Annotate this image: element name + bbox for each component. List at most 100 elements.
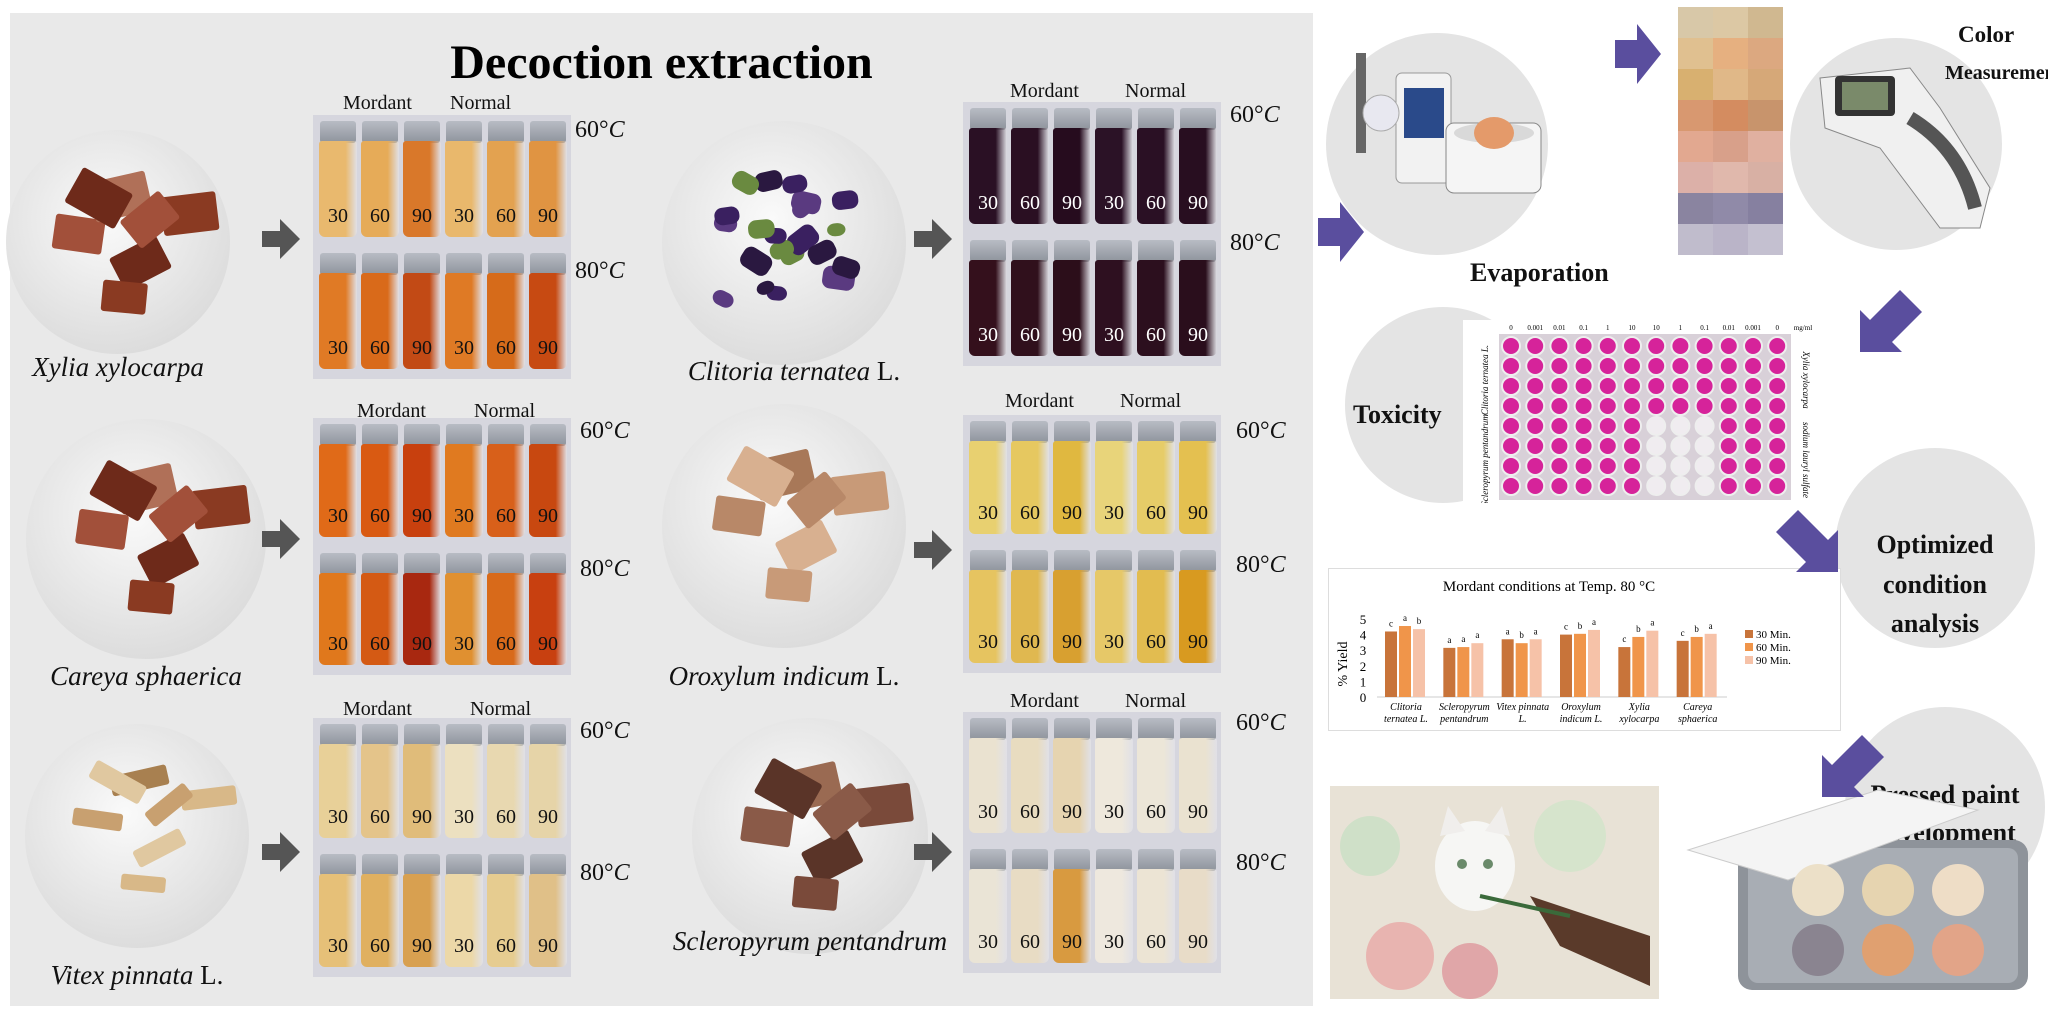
concentration-label: 1 [1606, 324, 1610, 332]
vial [1053, 260, 1091, 356]
vial-time-label: 30 [978, 800, 998, 823]
vial [319, 744, 357, 838]
bar [1704, 633, 1717, 697]
well [1573, 336, 1594, 356]
significance-letter: b [1417, 616, 1422, 626]
well [1694, 356, 1715, 376]
vial-cap [404, 424, 440, 446]
vial-time-label: 30 [454, 805, 474, 828]
well [1694, 416, 1715, 436]
plate-sample-label: Scleropyrum pentandrum [1480, 414, 1490, 503]
temperature-label-t60: 60°C [1236, 418, 1286, 445]
vial-time-label: 60 [370, 633, 390, 655]
well [1743, 356, 1763, 376]
vial-time-label: 60 [1146, 502, 1166, 524]
yield-bar-chart: Mordant conditions at Temp. 80 °C% Yield… [1328, 568, 1841, 731]
x-category-label: pentandrum [1439, 714, 1488, 725]
vial-time-label: 60 [370, 205, 390, 227]
evaporation-label: Evaporation [1470, 258, 1609, 287]
vial-cap [530, 853, 566, 876]
vial-time-label: 60 [496, 504, 516, 527]
vial-time-label: 60 [1146, 192, 1166, 214]
vial-cap [1180, 240, 1216, 262]
significance-letter: c [1681, 628, 1685, 638]
vial [1011, 128, 1049, 224]
vial-cap [1096, 108, 1132, 130]
temp-unit: C [608, 258, 625, 284]
vial-time-label: 90 [1062, 192, 1082, 214]
vial-time-label: 30 [978, 192, 998, 214]
color-swatch [1748, 162, 1783, 193]
color-swatch [1678, 193, 1713, 224]
bar [1646, 630, 1659, 697]
bar [1560, 634, 1572, 697]
optimized-circle [1835, 448, 2035, 648]
vial-time-label: 30 [978, 631, 998, 653]
species-name: Careya sphaerica [50, 661, 242, 691]
vial-cap [320, 552, 356, 575]
bar [1515, 643, 1528, 697]
temp-value: 60° [580, 418, 614, 444]
vial-time-label: 30 [978, 502, 998, 524]
cat-painting-photo [1330, 786, 1659, 999]
well [1597, 436, 1618, 456]
y-tick-label: 5 [1360, 612, 1367, 627]
concentration-label: 0 [1775, 324, 1779, 332]
vial [361, 873, 399, 967]
vial [361, 273, 399, 369]
vial-cap [1096, 848, 1132, 871]
well [1549, 436, 1570, 456]
temperature-label-t80: 80°C [575, 258, 625, 285]
well [1743, 336, 1763, 356]
well [1501, 456, 1521, 476]
well [1622, 336, 1642, 356]
well [1622, 436, 1642, 456]
temp-value: 80° [1236, 552, 1270, 578]
concentration-label: 10 [1653, 324, 1661, 332]
temp-value: 60° [1230, 102, 1264, 128]
well [1597, 356, 1618, 376]
species-label: Scleropyrum pentandrum [610, 926, 1010, 957]
vial-time-label: 90 [538, 633, 558, 655]
vial-cap [362, 424, 398, 446]
temp-value: 60° [575, 117, 609, 143]
significance-letter: b [1694, 624, 1699, 634]
arrow-right-icon [262, 219, 300, 259]
vial [445, 744, 483, 838]
well [1718, 416, 1739, 436]
color-swatch-grid [1678, 7, 1783, 255]
plate-sample-label: Xylia xylocarpa [1801, 350, 1811, 409]
significance-letter: b [1636, 624, 1641, 634]
vial-time-label: 90 [538, 205, 558, 227]
vial [1095, 570, 1133, 663]
legend-swatch [1745, 643, 1753, 651]
well [1549, 416, 1570, 436]
color-swatch [1713, 38, 1748, 69]
vial-time-label: 90 [1062, 324, 1082, 346]
vial-time-label: 60 [1020, 502, 1040, 524]
vial-cap [488, 121, 524, 143]
rotary-evaporator-icon [1356, 53, 1542, 194]
vial [1179, 570, 1217, 663]
color-swatch [1713, 224, 1748, 255]
vial-cap [1012, 718, 1048, 740]
vial-time-label: 90 [538, 805, 558, 828]
color-swatch [1748, 38, 1783, 69]
vial-time-label: 30 [1104, 324, 1124, 346]
legend-label: 90 Min. [1756, 655, 1791, 667]
significance-letter: b [1519, 630, 1524, 640]
well [1646, 456, 1667, 476]
vial-time-label: 30 [454, 205, 474, 227]
vial [1179, 260, 1217, 356]
well [1743, 436, 1763, 456]
vial [529, 572, 567, 665]
well [1597, 376, 1618, 396]
temp-unit: C [1269, 710, 1286, 736]
significance-letter: a [1461, 634, 1465, 644]
arrow-right-icon [914, 219, 952, 259]
arrow-right-icon [262, 832, 300, 872]
significance-letter: c [1389, 618, 1393, 628]
